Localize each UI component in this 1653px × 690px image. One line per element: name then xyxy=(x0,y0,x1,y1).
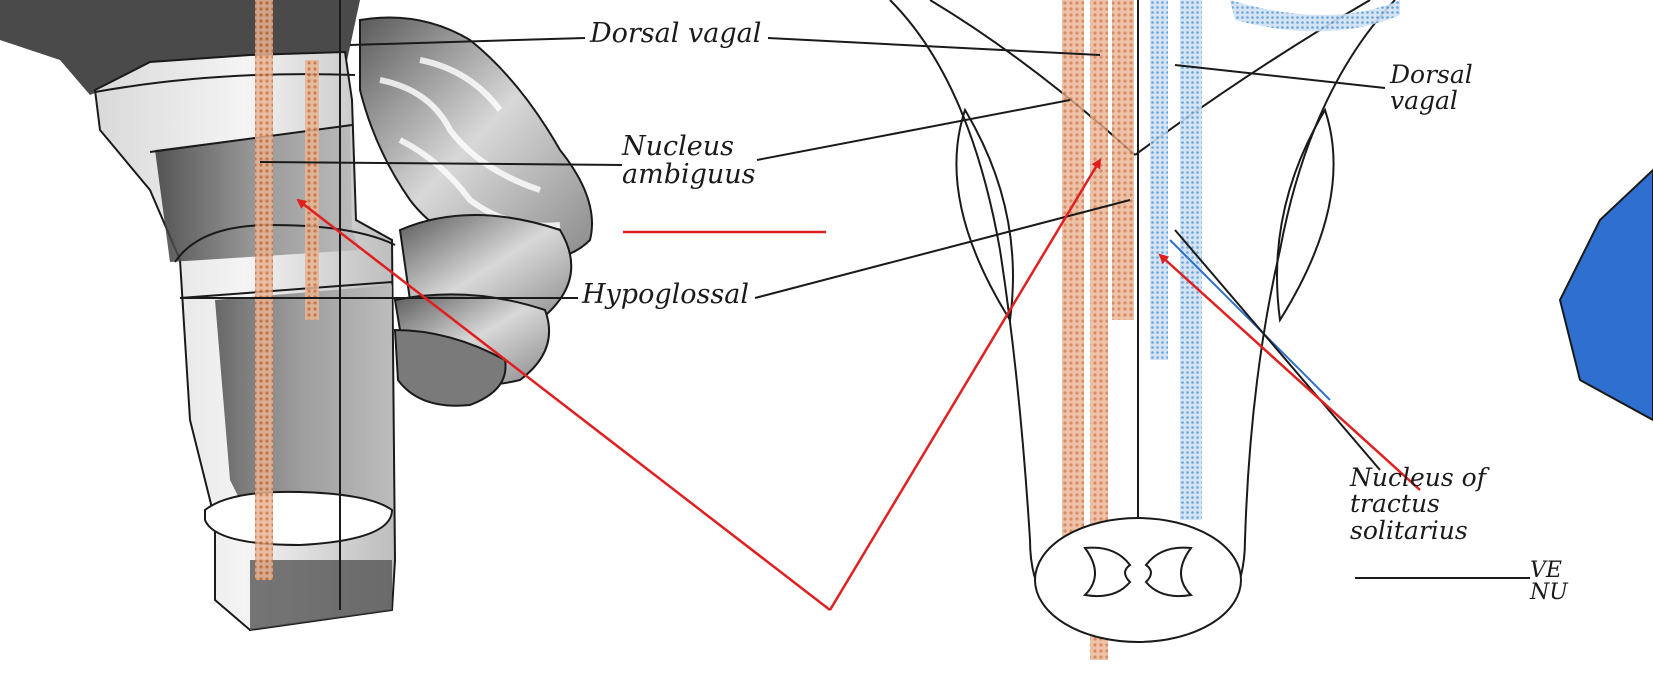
spinal-cord-section xyxy=(1035,518,1241,642)
leader-dorsal-vagal-to-right xyxy=(768,38,1100,55)
label-nucleus-tractus-solitarius: Nucleus of tractus solitarius xyxy=(1350,465,1486,544)
lens-right xyxy=(1277,110,1334,320)
motor-column-left-b xyxy=(305,60,319,320)
label-cut-off-right: VE NU xyxy=(1530,560,1568,604)
label-cut-line1: VE xyxy=(1530,560,1568,582)
blue-partial-shape xyxy=(1560,170,1653,420)
label-hypoglossal: Hypoglossal xyxy=(582,281,749,309)
label-dorsal-vagal-left: Dorsal vagal xyxy=(590,20,761,48)
schematic-outline-left xyxy=(890,0,1030,540)
label-solitarius-line1: Nucleus of xyxy=(1350,465,1486,491)
label-solitarius-line2: tractus xyxy=(1350,491,1486,517)
label-dorsal-vagal-right-line2: vagal xyxy=(1390,88,1473,114)
leader-nucleus-ambiguus-right xyxy=(757,100,1070,160)
label-solitarius-line3: solitarius xyxy=(1350,518,1486,544)
sensory-column-a xyxy=(1150,0,1168,360)
sensory-cap xyxy=(1230,0,1400,31)
motor-column-right-a xyxy=(1062,0,1084,560)
shaded-band-lower xyxy=(215,285,392,520)
leader-dorsal-vagal-right xyxy=(1175,65,1385,88)
lens-left xyxy=(956,110,1013,320)
motor-column-right-c xyxy=(1112,0,1134,320)
label-nucleus-ambiguus: Nucleus ambiguus xyxy=(622,133,756,190)
label-dorsal-vagal-right-line1: Dorsal xyxy=(1390,62,1473,88)
label-dorsal-vagal-right: Dorsal vagal xyxy=(1390,62,1473,115)
label-nucleus-ambiguus-line1: Nucleus xyxy=(622,133,756,161)
label-nucleus-ambiguus-line2: ambiguus xyxy=(622,161,756,189)
motor-column-left-a xyxy=(255,0,273,580)
label-cut-line2: NU xyxy=(1530,582,1568,604)
left-brainstem-drawing xyxy=(0,0,592,630)
